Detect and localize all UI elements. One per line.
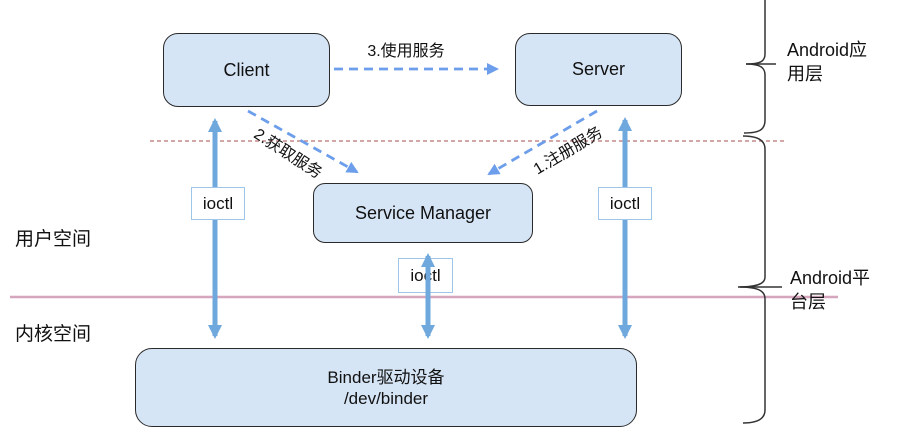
ioctl-box-client: ioctl [191, 187, 245, 220]
user-space-label: 用户空间 [15, 229, 92, 250]
ioctl-label: ioctl [202, 193, 234, 213]
ioctl-box-server: ioctl [598, 187, 652, 220]
client-node: Client [163, 33, 330, 107]
ioctl-label: ioctl [609, 193, 641, 213]
binder-driver-path: /dev/binder [343, 388, 429, 408]
server-node: Server [515, 33, 682, 106]
binder-driver-node: Binder驱动设备 /dev/binder [135, 348, 637, 427]
service-manager-label: Service Manager [354, 202, 492, 223]
android-platform-layer-label: Android平台层 [790, 268, 871, 312]
ioctl-box-service-manager: ioctl [398, 258, 453, 293]
kernel-space-label: 内核空间 [15, 324, 92, 345]
binder-driver-title: Binder驱动设备 [327, 367, 445, 387]
server-label: Server [571, 59, 625, 79]
android-app-layer-label: Android应用层 [787, 40, 868, 84]
platform-layer-brace [737, 135, 766, 424]
use-service-edge-label: 3.使用服务 [367, 43, 445, 60]
ioctl-label: ioctl [410, 265, 441, 285]
client-label: Client [223, 59, 270, 80]
get-service-edge-label: 2.获取服务 [250, 125, 325, 183]
app-layer-brace [743, 0, 766, 134]
service-manager-node: Service Manager [313, 183, 533, 243]
register-service-edge-label: 1.注册服务 [530, 123, 606, 179]
